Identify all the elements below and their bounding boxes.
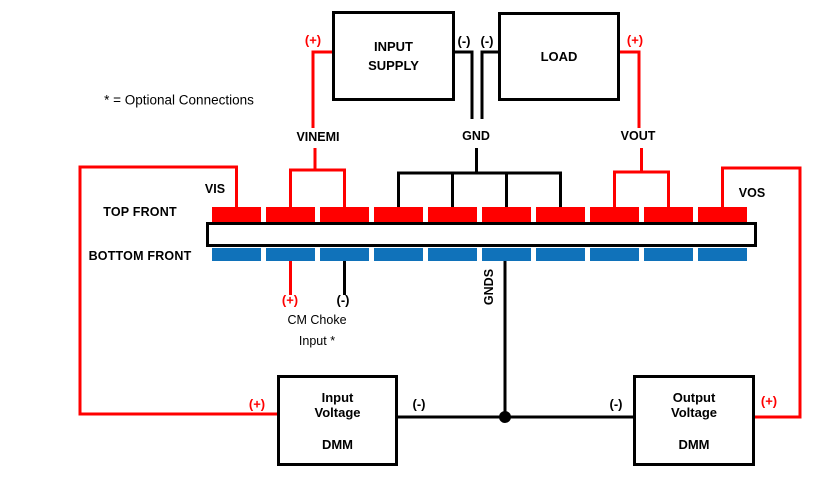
output-dmm-label-line1: Output xyxy=(672,389,716,405)
top-front-label: TOP FRONT xyxy=(103,205,177,219)
input-supply-minus-label: (-) xyxy=(457,33,471,49)
cm-choke-label-line1: CM Choke xyxy=(287,313,347,327)
output-dmm-label-line3: DMM xyxy=(678,436,710,452)
input-dmm-minus-label: (-) xyxy=(412,396,426,412)
cm-choke-label-line2: Input * xyxy=(298,334,336,348)
connector-pad-bottom-10 xyxy=(698,248,747,261)
edge-connector-bar xyxy=(206,222,757,247)
input-supply-label-line1: INPUT xyxy=(374,39,413,54)
connector-pad-bottom-6 xyxy=(482,248,531,261)
connector-pad-bottom-4 xyxy=(374,248,423,261)
bottom-front-label: BOTTOM FRONT xyxy=(88,249,192,263)
gnds-net-label: GNDS xyxy=(482,268,496,306)
load-minus-label: (-) xyxy=(480,33,494,49)
input-dmm-label-line2: Voltage xyxy=(314,404,361,420)
connector-pad-top-10 xyxy=(698,207,747,222)
wire-input-supply-plus-to-vinemi xyxy=(311,50,332,128)
connector-pad-top-2 xyxy=(266,207,315,222)
wire-gnd-comb xyxy=(397,148,562,207)
vis-net-label: VIS xyxy=(204,182,226,196)
input-supply-box: INPUT SUPPLY xyxy=(332,11,455,101)
gnd-net-label: GND xyxy=(462,129,490,143)
connector-pad-bottom-7 xyxy=(536,248,585,261)
output-dmm-minus-label: (-) xyxy=(609,396,623,412)
vos-net-label: VOS xyxy=(738,186,766,200)
connector-pad-bottom-2 xyxy=(266,248,315,261)
connector-pad-bottom-1 xyxy=(212,248,261,261)
output-voltage-dmm-box: Output Voltage DMM xyxy=(633,375,755,466)
input-dmm-label-line3: DMM xyxy=(321,436,354,452)
vout-net-label: VOUT xyxy=(620,129,656,143)
input-dmm-label-line1: Input xyxy=(321,389,354,405)
wire-input-supply-minus-to-gnd xyxy=(452,50,474,119)
connector-pad-top-4 xyxy=(374,207,423,222)
connector-pad-top-9 xyxy=(644,207,693,222)
cm-choke-minus-label: (-) xyxy=(336,292,350,308)
connector-pad-top-3 xyxy=(320,207,369,222)
input-dmm-plus-label: (+) xyxy=(248,396,266,412)
wire-vos-loop-to-output-dmm-plus xyxy=(721,166,802,419)
cm-choke-plus-label: (+) xyxy=(281,292,299,308)
connector-pad-bottom-5 xyxy=(428,248,477,261)
connector-pad-top-5 xyxy=(428,207,477,222)
connector-pad-top-6 xyxy=(482,207,531,222)
wire-load-plus-to-vout xyxy=(620,50,641,128)
load-plus-label: (+) xyxy=(626,32,644,48)
junction-dot xyxy=(499,411,511,423)
load-label: LOAD xyxy=(540,49,578,64)
connector-pad-top-1 xyxy=(212,207,261,222)
optional-connections-note: * = Optional Connections xyxy=(104,92,254,108)
wire-vout-fork xyxy=(613,148,670,207)
connector-pad-bottom-9 xyxy=(644,248,693,261)
input-voltage-dmm-box: Input Voltage DMM xyxy=(277,375,398,466)
output-dmm-plus-label: (+) xyxy=(760,393,778,409)
output-dmm-label-line2: Voltage xyxy=(671,404,717,420)
load-box: LOAD xyxy=(498,12,620,101)
vinemi-net-label: VINEMI xyxy=(296,130,340,144)
input-supply-label-line2: SUPPLY xyxy=(368,58,419,73)
wire-vis-loop-to-input-dmm-plus xyxy=(78,165,277,416)
wire-load-minus-to-gnd xyxy=(480,50,499,119)
connector-pad-bottom-8 xyxy=(590,248,639,261)
connector-pad-top-7 xyxy=(536,207,585,222)
connector-pad-top-8 xyxy=(590,207,639,222)
connector-pad-bottom-3 xyxy=(320,248,369,261)
input-supply-plus-label: (+) xyxy=(304,32,322,48)
wire-vinemi-fork xyxy=(289,148,346,207)
